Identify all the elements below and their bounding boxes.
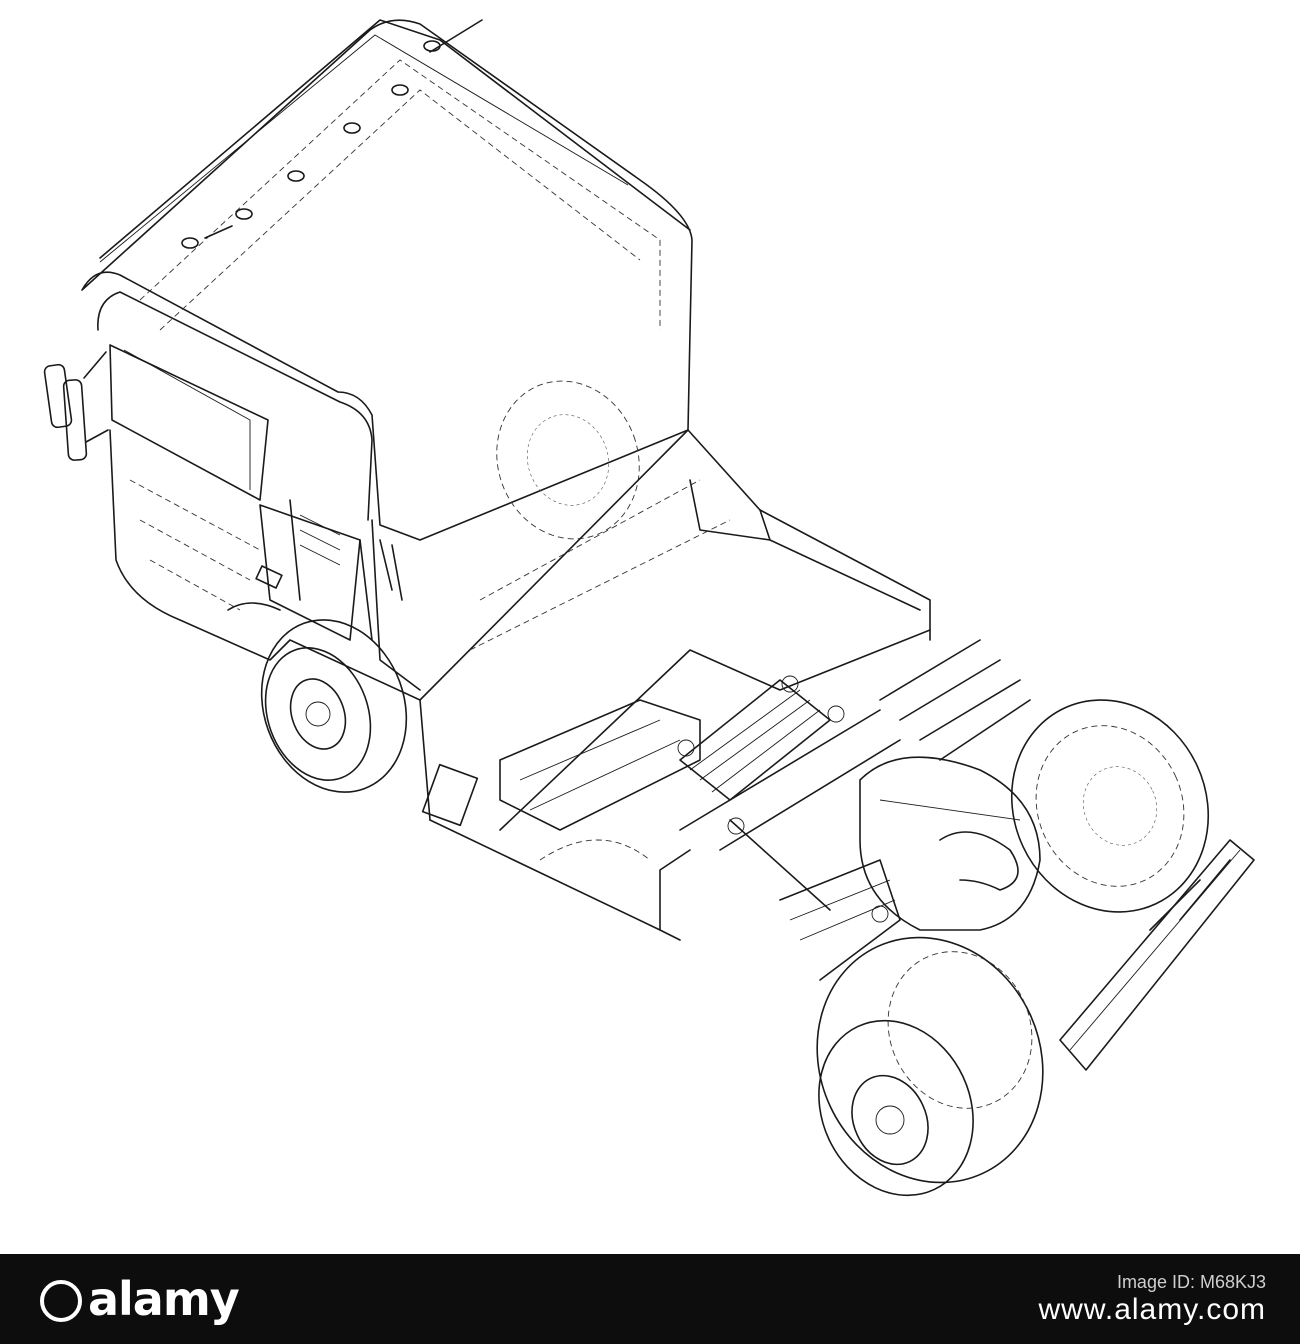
image-id: Image ID: M68KJ3 bbox=[1116, 1271, 1266, 1292]
antenna bbox=[429, 19, 483, 53]
alamy-logo[interactable]: alamy bbox=[40, 1272, 240, 1326]
stock-footer-bar: alamy Image ID: M68KJ3 www.alamy.com bbox=[0, 1254, 1300, 1344]
windshield bbox=[97, 291, 373, 521]
footer-meta: Image ID: M68KJ3 www.alamy.com bbox=[1039, 1272, 1266, 1327]
roof-lights bbox=[181, 40, 441, 249]
alamy-brand-text: alamy bbox=[88, 1272, 240, 1326]
side-tank bbox=[499, 699, 701, 861]
rear-wheel-lower bbox=[816, 936, 1044, 1197]
rear-bumper bbox=[1059, 839, 1255, 1071]
front-wheel bbox=[227, 602, 408, 793]
site-url[interactable]: www.alamy.com bbox=[1038, 1292, 1266, 1326]
mudguards bbox=[779, 639, 1031, 981]
cab-body bbox=[109, 429, 431, 821]
chassis-frame bbox=[419, 429, 931, 941]
frame-crossmembers bbox=[677, 675, 901, 923]
truck-wireframe-drawing bbox=[43, 19, 1255, 1197]
hidden-wheel bbox=[496, 380, 640, 540]
fifth-wheel bbox=[859, 756, 1041, 931]
rear-wheel-upper bbox=[1010, 699, 1210, 913]
cab-roof bbox=[81, 19, 693, 541]
alamy-logo-icon bbox=[40, 1280, 82, 1322]
truck-wireframe-illustration bbox=[43, 19, 1255, 1197]
side-mirrors bbox=[43, 351, 109, 461]
